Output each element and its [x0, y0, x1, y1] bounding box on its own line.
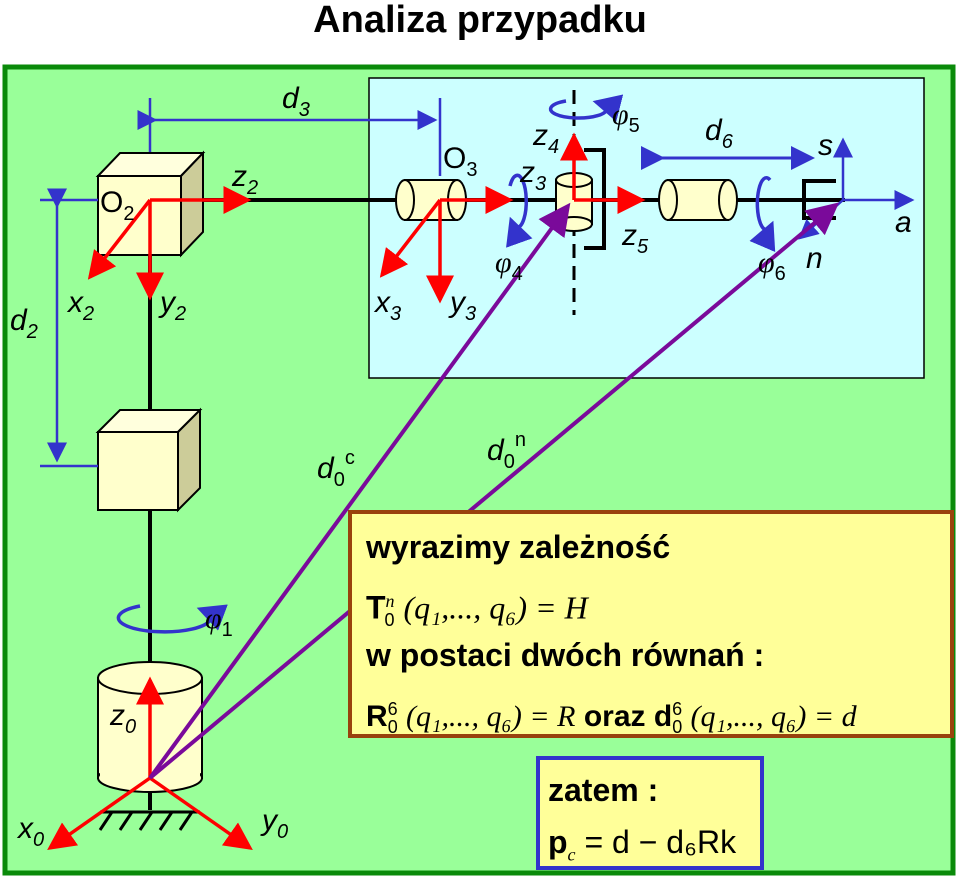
- label-y3: y3: [448, 286, 476, 325]
- page-title: Analiza przypadku: [313, 0, 647, 41]
- dimension-d2: [40, 188, 98, 468]
- label-O3: O3: [443, 142, 477, 181]
- wrist-panel: [368, 77, 925, 379]
- box1-eq-R-d: R60 (q₁,..., q₆) = R oraz d60 (q₁,..., q…: [366, 699, 857, 737]
- label-phi4: φ4: [495, 246, 523, 285]
- result-box: zatem : pc = d − d₆Rk: [536, 756, 764, 870]
- label-z4: z4: [532, 119, 559, 158]
- label-z2: z2: [231, 160, 258, 199]
- label-d2: d2: [10, 304, 38, 343]
- rotation-phi4: [506, 173, 533, 248]
- label-d3: d3: [282, 82, 310, 121]
- equation-box: wyrazimy zależność Tn0 (q₁,..., q₆) = H …: [348, 510, 954, 738]
- label-n: n: [806, 242, 823, 275]
- label-x3: x3: [373, 286, 401, 325]
- label-a: a: [895, 206, 912, 239]
- label-x0: x0: [16, 812, 44, 851]
- box2-eq: pc = d − d₆Rk: [548, 824, 737, 865]
- label-phi5: φ5: [612, 98, 640, 137]
- rotation-phi1: [116, 604, 228, 634]
- frame-O3-axes: [379, 186, 514, 304]
- frame-O2-axes: [87, 186, 252, 301]
- base-ground: [98, 810, 200, 831]
- lower-cube: [95, 407, 203, 513]
- label-d0n: d0n: [487, 429, 526, 473]
- label-d6: d6: [705, 114, 734, 153]
- label-x2: x2: [66, 286, 94, 325]
- frame-base-axes: [47, 676, 253, 851]
- label-y0: y0: [260, 804, 288, 843]
- rotation-phi5: [548, 94, 624, 122]
- vector-d0c: [148, 202, 571, 780]
- label-phi1: φ1: [205, 602, 233, 641]
- label-z5: z5: [621, 219, 649, 258]
- rotation-phi6: [749, 176, 776, 253]
- label-z0: z0: [109, 699, 136, 738]
- dimension-d3: [137, 98, 442, 176]
- label-phi6: φ6: [758, 246, 786, 285]
- label-s: s: [818, 129, 833, 162]
- frame-wrist-axes: [560, 132, 646, 214]
- box1-line3: w postaci dwóch równań :: [366, 637, 765, 673]
- vector-d0n: [148, 202, 840, 780]
- label-O2: O2: [100, 186, 134, 225]
- joint6-cylinder: [658, 179, 738, 221]
- box1-line1: wyrazimy zależność: [366, 529, 671, 565]
- box1-eq-T: Tn0 (q₁,..., q₆) = H: [366, 589, 588, 631]
- box2-line1: zatem :: [548, 772, 659, 808]
- joint3-cylinder: [395, 179, 467, 221]
- label-z3: z3: [519, 156, 546, 195]
- label-y2: y2: [158, 286, 186, 325]
- label-d0c: d0c: [317, 447, 355, 491]
